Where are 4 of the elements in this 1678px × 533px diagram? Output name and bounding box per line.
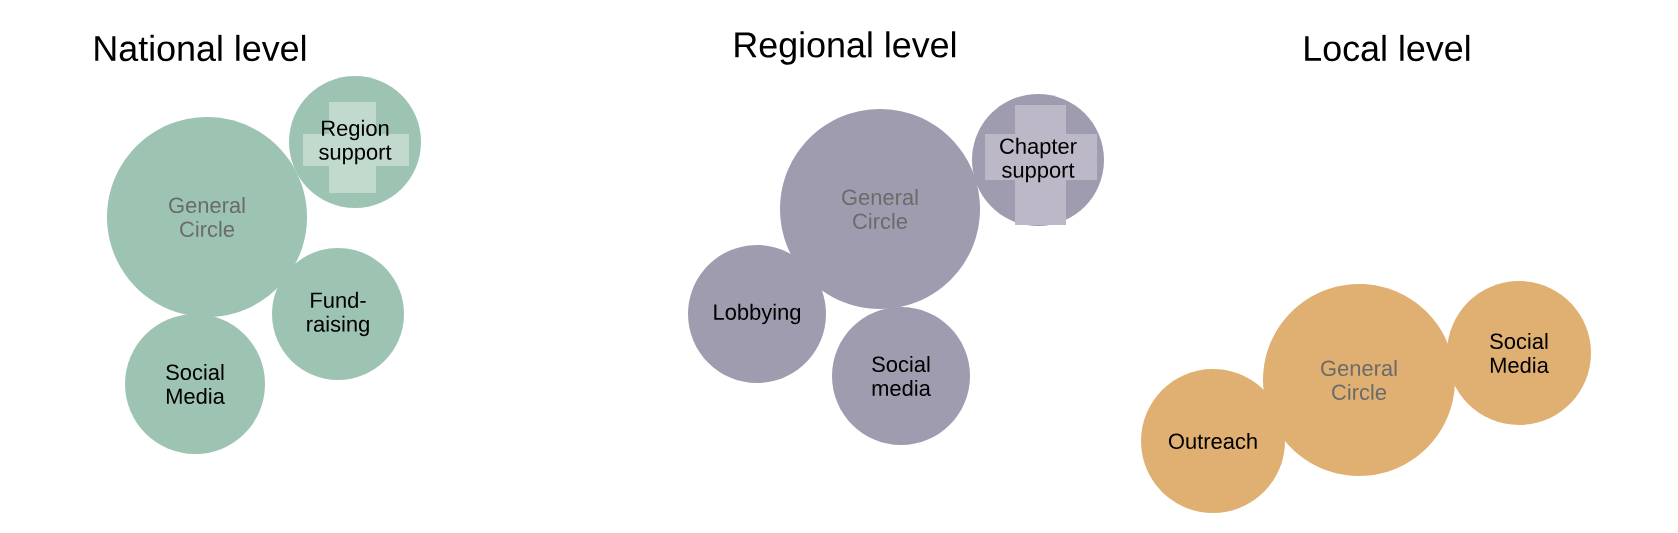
- heading: Regional level: [735, 31, 956, 65]
- heading: Local level: [1305, 34, 1470, 62]
- heading: National level: [95, 34, 306, 62]
- node-label: Outreach: [1168, 432, 1257, 450]
